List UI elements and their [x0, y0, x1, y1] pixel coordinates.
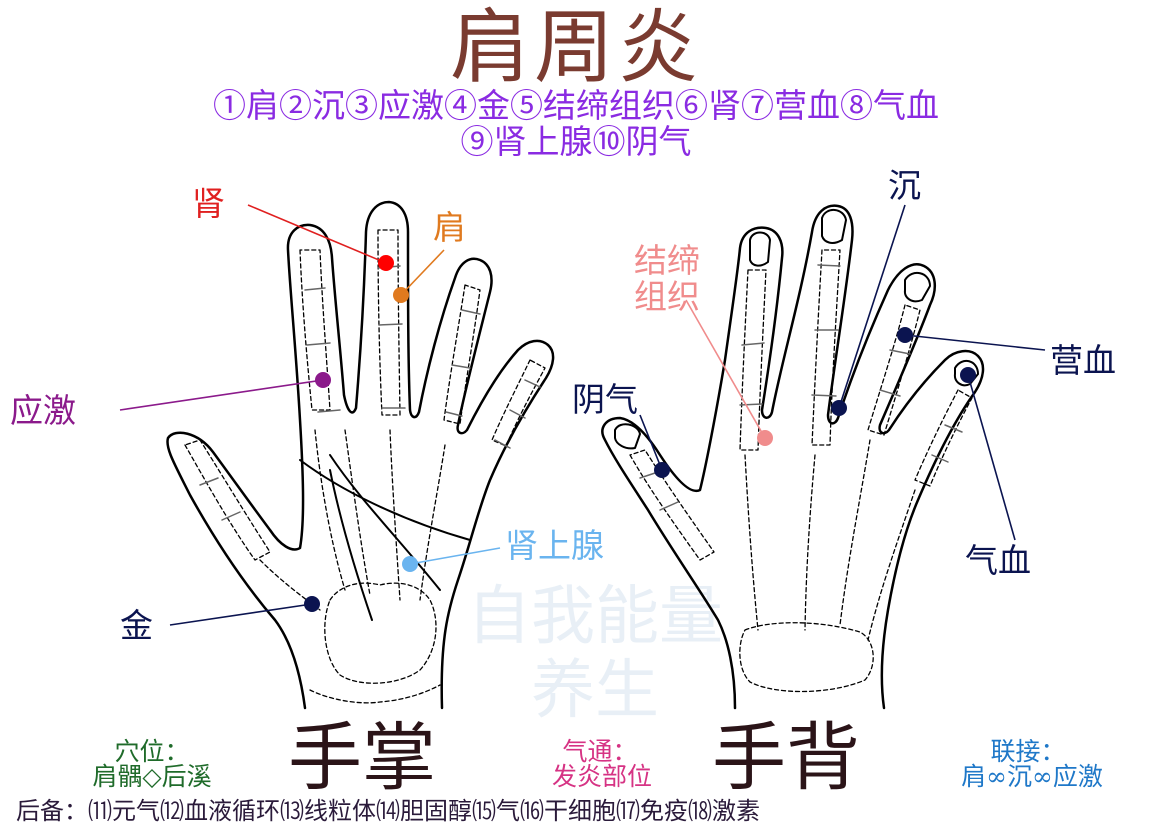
- leader-yingji: [119, 379, 324, 411]
- point-jian: [393, 287, 409, 303]
- link-title: 联接：: [990, 737, 1066, 766]
- watermark: 自我能量 养生: [430, 580, 760, 728]
- label-chen: 沉: [888, 166, 921, 205]
- label-yingxue: 营血: [1050, 341, 1116, 380]
- leader-jian: [400, 249, 445, 296]
- label-jin: 金: [120, 606, 153, 645]
- point-shenshangxian: [402, 556, 418, 572]
- leader-shenshangxian: [409, 547, 501, 565]
- label-jiedizuzhi-2: 组织: [634, 277, 700, 316]
- point-qixue: [960, 367, 976, 383]
- leader-yingxue: [904, 334, 1046, 351]
- qitong-title: 气通：: [562, 737, 638, 766]
- point-yingji: [315, 372, 331, 388]
- watermark-line-2: 养生: [531, 654, 659, 728]
- label-shenshangxian: 肾上腺: [505, 526, 604, 565]
- point-shen: [378, 255, 394, 271]
- backup-list: 后备：⑾元气⑿血液循环⒀线粒体⒁胆固醇⒂气⒃干细胞⒄免疫⒅激素: [16, 797, 760, 825]
- leader-chen: [838, 204, 906, 409]
- label-jiedizuzhi-1: 结缔: [634, 241, 700, 280]
- leader-jiedizuzhi: [685, 299, 766, 439]
- point-chen: [831, 400, 847, 416]
- point-jiedizuzhi: [757, 430, 773, 446]
- back-label: 手背: [712, 715, 860, 801]
- watermark-line-1: 自我能量: [467, 580, 723, 654]
- legend-line-2: ⑨肾上腺⑩阴气: [460, 122, 692, 161]
- legend-line-1: ①肩②沉③应激④金⑤结缔组织⑥肾⑦营血⑧气血: [213, 86, 939, 125]
- label-shen: 肾: [192, 184, 225, 223]
- leader-qixue: [967, 374, 1016, 541]
- palm-label: 手掌: [288, 715, 436, 801]
- leader-yinqi: [639, 414, 663, 471]
- qitong-text: 发炎部位: [551, 762, 652, 791]
- label-yinqi: 阴气: [572, 380, 638, 419]
- leader-jin: [169, 603, 313, 626]
- acupoints-title: 穴位：: [114, 737, 190, 766]
- page-title: 肩周炎: [450, 1, 702, 94]
- point-jin: [304, 596, 320, 612]
- leader-shen: [247, 204, 387, 264]
- point-yinqi: [654, 462, 670, 478]
- acupoints-text: 肩髃◇后溪: [92, 762, 212, 791]
- label-jian: 肩: [433, 208, 466, 247]
- link-text: 肩∞沉∞应激: [961, 762, 1103, 791]
- point-yingxue: [897, 327, 913, 343]
- palm-hand-illustration: [166, 200, 555, 710]
- label-yingji: 应激: [10, 391, 76, 430]
- label-qixue: 气血: [965, 541, 1031, 580]
